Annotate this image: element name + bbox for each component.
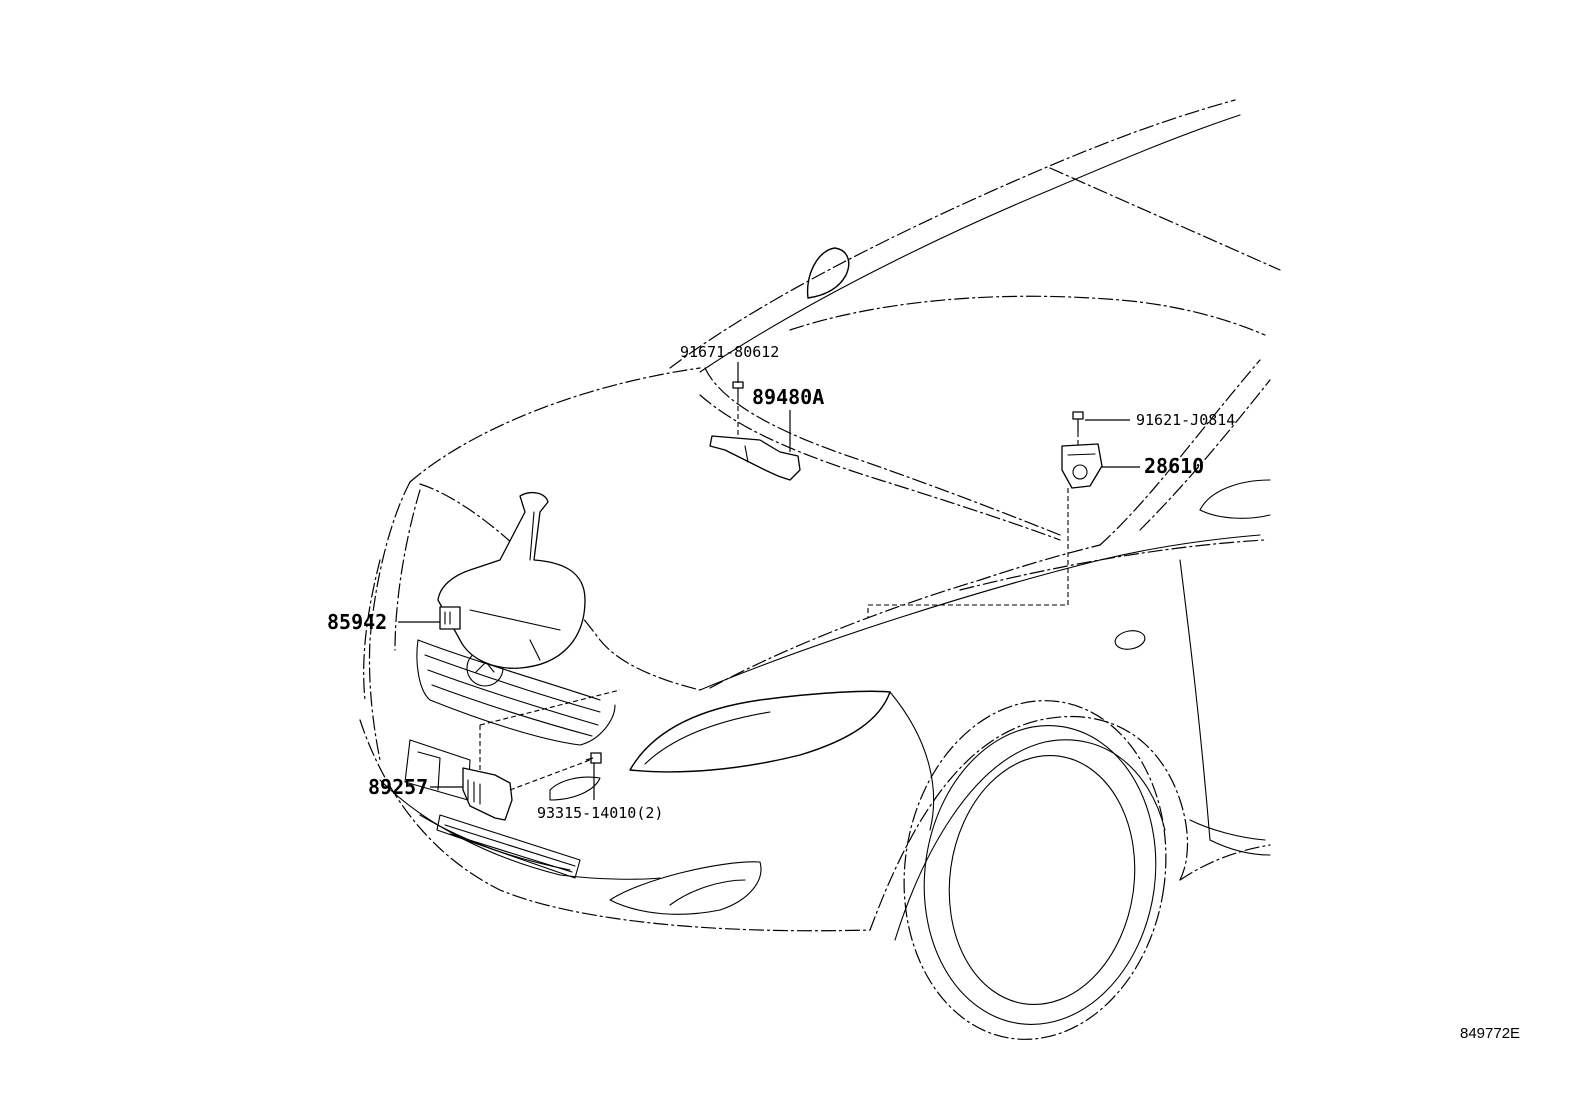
bolt-93315-icon [585,752,602,764]
part-label-28610: 28610 [1144,454,1204,478]
sensor-bracket-89480A-icon [709,435,801,481]
leader-lines [398,362,1140,800]
sensor-85942-icon [439,606,461,630]
part-label-93315-14010: 93315-14010(2) [537,804,663,822]
part-label-91621-J0814: 91621-J0814 [1136,411,1235,429]
figure-reference: 849772E [1460,1025,1520,1042]
part-label-85942: 85942 [327,610,387,634]
part-28610-icon [1061,443,1103,489]
car-body-outline [359,99,1281,1040]
part-label-91671-80612: 91671-80612 [680,343,779,361]
part-label-89257: 89257 [368,775,428,799]
bolt-91621-icon [1072,411,1084,432]
module-89257-icon [462,767,513,821]
bolt-91671-icon [732,381,744,398]
part-label-89480A: 89480A [752,385,824,409]
washer-reservoir [437,491,586,669]
